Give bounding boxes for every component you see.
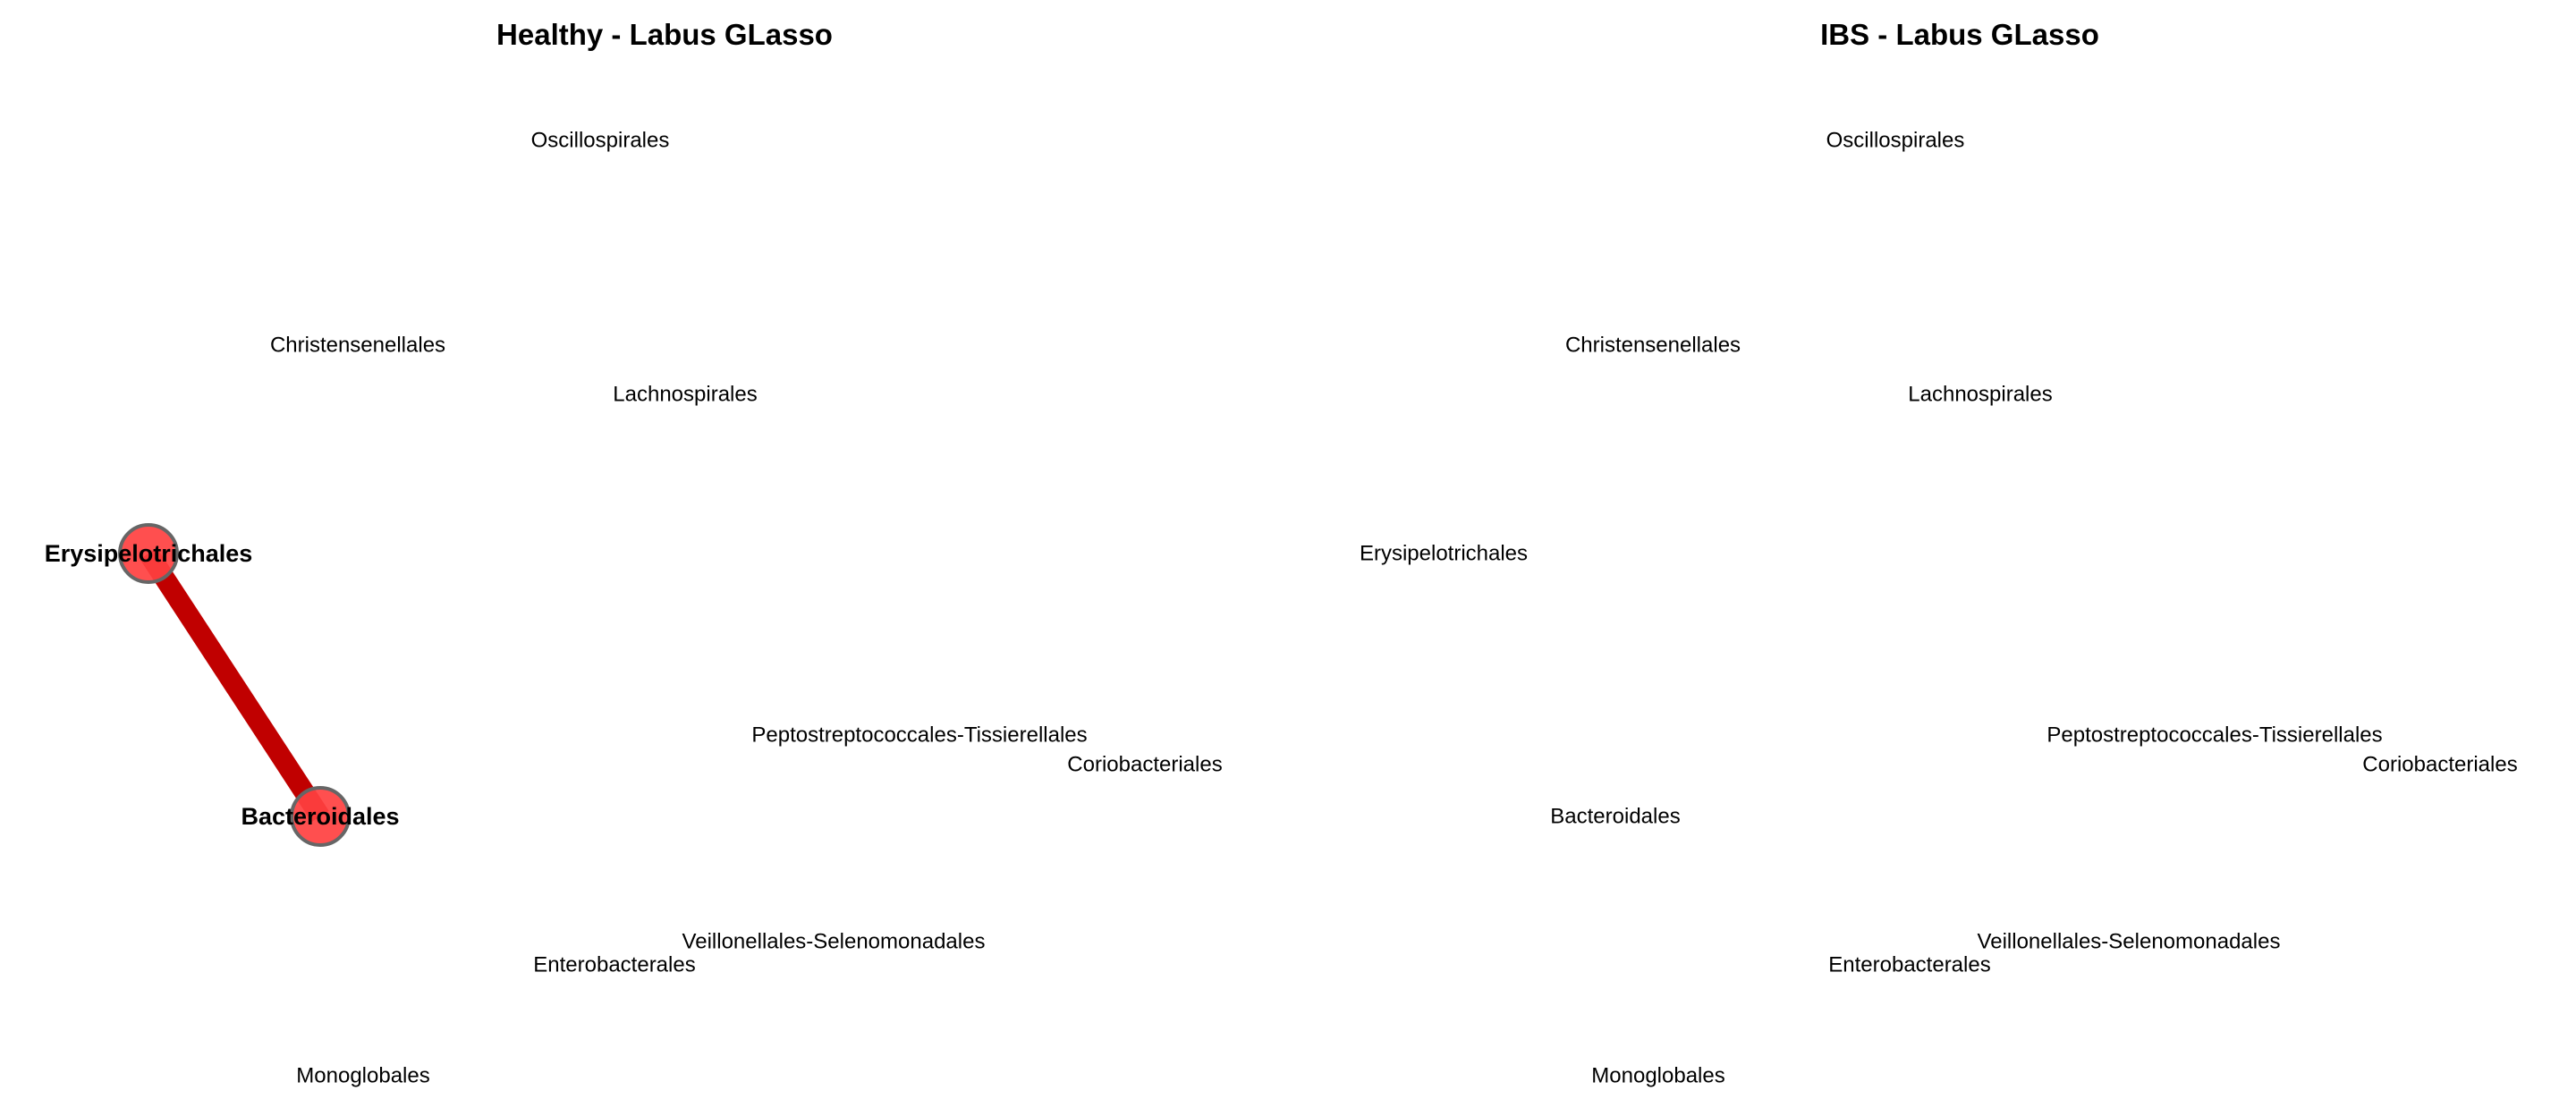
healthy-node-labels: OscillospiralesChristensenellalesLachnos… (45, 129, 1223, 1088)
node-label-veillonellales-selenomonadales: Veillonellales-Selenomonadales (1978, 930, 2281, 954)
node-label-christensenellales: Christensenellales (270, 334, 445, 358)
node-label-enterobacterales: Enterobacterales (533, 953, 695, 977)
node-label-christensenellales: Christensenellales (1565, 334, 1741, 358)
node-label-bacteroidales: Bacteroidales (1550, 805, 1680, 829)
node-label-oscillospirales: Oscillospirales (1826, 129, 1965, 153)
node-label-monoglobales: Monoglobales (296, 1064, 429, 1088)
edge-erysipelotrichales-bacteroidales (140, 547, 329, 823)
node-label-lachnospirales: Lachnospirales (1908, 383, 2052, 407)
ibs-node-labels: OscillospiralesChristensenellalesLachnos… (1360, 129, 2518, 1088)
healthy-network-panel: Healthy - Labus GLasso OscillospiralesCh… (45, 18, 1223, 1088)
node-label-lachnospirales: Lachnospirales (613, 383, 757, 407)
node-bacteroidales (290, 786, 351, 847)
node-label-peptostreptococcales-tissierellales: Peptostreptococcales-Tissierellales (2046, 723, 2382, 748)
node-label-oscillospirales: Oscillospirales (531, 129, 670, 153)
ibs-panel-title: IBS - Labus GLasso (1820, 18, 2099, 51)
healthy-nodes (118, 523, 351, 847)
node-label-enterobacterales: Enterobacterales (1828, 953, 1990, 977)
node-erysipelotrichales (118, 523, 179, 584)
node-label-erysipelotrichales: Erysipelotrichales (1360, 542, 1528, 566)
node-label-monoglobales: Monoglobales (1591, 1064, 1724, 1088)
node-label-veillonellales-selenomonadales: Veillonellales-Selenomonadales (682, 930, 986, 954)
healthy-edges (140, 547, 329, 823)
node-label-coriobacteriales: Coriobacteriales (2362, 753, 2517, 777)
node-label-bacteroidales: Bacteroidales (241, 803, 399, 830)
node-label-erysipelotrichales: Erysipelotrichales (45, 540, 253, 567)
ibs-network-panel: IBS - Labus GLasso OscillospiralesChrist… (1360, 18, 2518, 1088)
node-label-coriobacteriales: Coriobacteriales (1067, 753, 1222, 777)
node-label-peptostreptococcales-tissierellales: Peptostreptococcales-Tissierellales (751, 723, 1087, 748)
healthy-panel-title: Healthy - Labus GLasso (496, 18, 833, 51)
